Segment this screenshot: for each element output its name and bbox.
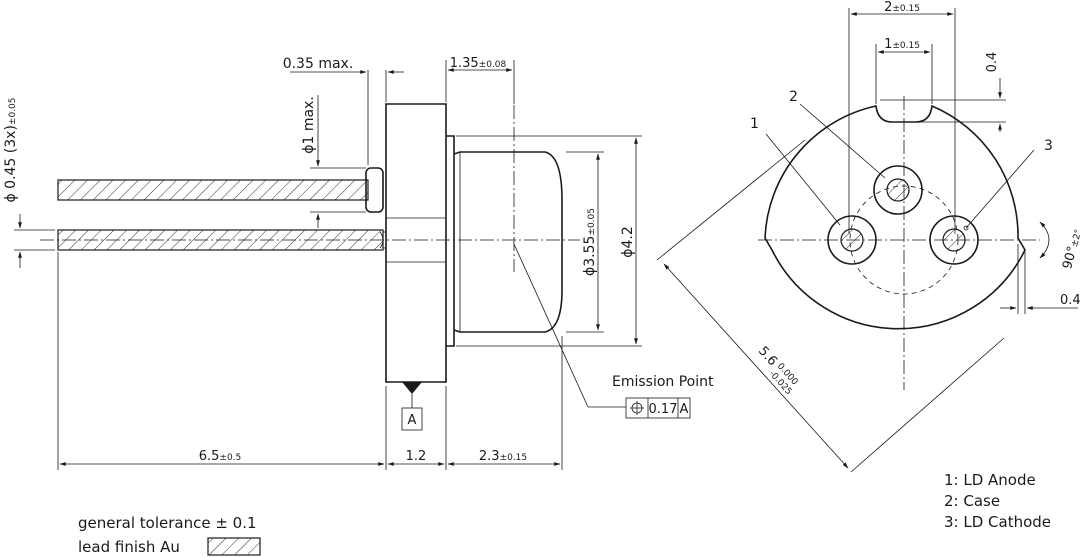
front-pin-3	[929, 215, 979, 265]
pin-legend: 1: LD Anode 2: Case 3: LD Cathode	[944, 471, 1051, 531]
svg-text:5.6: 5.6	[755, 344, 780, 369]
dim-pin-diameter: ϕ 0.45 (3x)±0.05	[3, 97, 19, 202]
pin-label-3: 3	[1044, 138, 1053, 154]
dim-cap-offset: 1.35±0.08	[450, 56, 507, 71]
dim-cap-diameter: ϕ3.55±0.05	[582, 208, 598, 276]
datum-triangle	[402, 382, 422, 394]
dim-notch-inner: 1±0.15	[884, 37, 920, 52]
dim-pin-length: 6.5±0.5	[199, 449, 242, 464]
dim-side-notch-angle: 90°±2°	[1060, 227, 1080, 270]
flange	[385, 103, 447, 383]
dim-notch-outer: 2±0.15	[884, 0, 920, 15]
note-finish: lead finish Au	[78, 538, 180, 556]
dim-outer-diameter: 5.6 0.000 -0.025	[755, 344, 800, 397]
pin-label-2: 2	[789, 89, 798, 105]
dim-flange-thickness: 1.2	[406, 449, 427, 464]
dim-flange-diameter: ϕ4.2	[620, 226, 636, 258]
dim-side-notch-depth: 0.4	[1060, 293, 1080, 308]
emission-label: Emission Point	[612, 374, 714, 390]
note-tolerance: general tolerance ± 0.1	[78, 514, 257, 532]
outline	[764, 104, 1026, 330]
pin-label-1: 1	[750, 116, 759, 132]
front-view: 1 2 3 2±0.15 1±0.15 0.4 0.4 90°±2°	[656, 0, 1080, 473]
finish-hatch-swatch	[207, 537, 261, 556]
side-view: A 0.35 max. 1.35±0.08 ϕ1 max. ϕ	[3, 56, 714, 470]
legend-item-1: 1: LD Anode	[944, 471, 1036, 489]
dim-notch-depth: 0.4	[985, 52, 1000, 73]
cap-step	[446, 135, 455, 347]
emission-tolerance: 0.17	[649, 402, 678, 417]
dim-cap-length: 2.3±0.15	[479, 449, 527, 464]
emission-datum: A	[680, 402, 689, 417]
notes: general tolerance ± 0.1 lead finish Au	[78, 514, 261, 556]
datum-label: A	[408, 413, 417, 428]
pin-stub	[365, 167, 384, 213]
front-pin-2	[873, 165, 923, 215]
dim-flange-max: 0.35 max.	[283, 56, 354, 72]
pin-upper	[57, 179, 369, 201]
front-pin-1	[827, 215, 877, 265]
dim-stub-diameter: ϕ1 max.	[301, 96, 317, 154]
legend-item-3: 3: LD Cathode	[944, 513, 1051, 531]
cap	[453, 151, 563, 333]
legend-item-2: 2: Case	[944, 492, 1000, 510]
datum-box	[401, 407, 423, 431]
